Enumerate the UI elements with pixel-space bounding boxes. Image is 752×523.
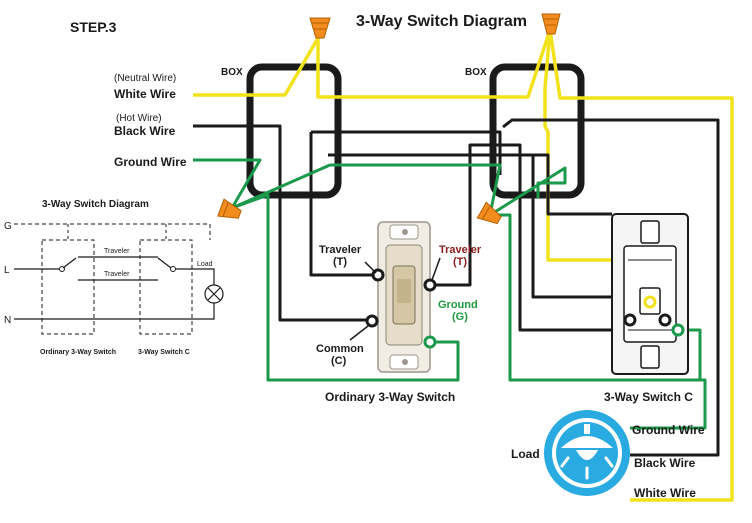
common-c-label: (C) (331, 355, 347, 367)
schematic-line-n: N (4, 315, 11, 326)
schematic-load-label: Load (197, 261, 213, 268)
wire-nut-icon (541, 13, 561, 35)
schematic-inset: 3-Way Switch Diagram G L N Traveler Trav… (4, 199, 224, 356)
ground-terminal-left (423, 335, 437, 349)
ground-wire-label: Ground Wire (114, 155, 187, 169)
white-wire-label: White Wire (114, 87, 176, 101)
schematic-caption-left: Ordinary 3-Way Switch (40, 349, 116, 356)
ground-terminal-c (671, 323, 685, 337)
ground-g-label: (G) (452, 311, 468, 323)
common-label: Common (316, 343, 364, 355)
three-way-switch-c (611, 213, 689, 375)
ground-label: Ground (438, 299, 478, 311)
schematic-line-g: G (4, 221, 12, 232)
traveler-label-right: Traveler (439, 244, 482, 256)
switch-c-caption: 3-Way Switch C (604, 390, 693, 404)
schematic-title: 3-Way Switch Diagram (42, 199, 149, 210)
ground-wire-run (193, 158, 707, 430)
common-terminal (365, 314, 379, 328)
schematic-caption-right: 3-Way Switch C (138, 349, 190, 356)
hot-wire-note: (Hot Wire) (116, 113, 162, 124)
common-terminal-c (623, 313, 637, 327)
light-bulb-icon (544, 410, 630, 496)
load-label: Load (511, 447, 540, 461)
load-black-wire-label: Black Wire (634, 456, 696, 470)
box-label-right: BOX (465, 67, 487, 78)
load-white-wire-label: White Wire (634, 486, 696, 500)
lamp-symbol-icon (204, 284, 224, 304)
step-label: STEP.3 (70, 19, 117, 35)
ordinary-switch-caption: Ordinary 3-Way Switch (325, 390, 455, 404)
box-label-left: BOX (221, 67, 243, 78)
schematic-line-l: L (4, 265, 10, 276)
wire-nut-icon (217, 198, 242, 219)
junction-box-right (489, 63, 585, 199)
traveler-terminal-c-2 (658, 313, 672, 327)
wire-nut-icon (309, 17, 331, 39)
traveler-t-right: (T) (453, 256, 467, 268)
load-ground-wire-label: Ground Wire (632, 423, 705, 437)
traveler-t-left: (T) (333, 256, 347, 268)
schematic-traveler-bottom: Traveler (104, 271, 130, 278)
traveler-terminal-right (423, 278, 437, 292)
black-wire-label: Black Wire (114, 124, 176, 138)
ordinary-3way-switch (377, 221, 431, 373)
schematic-traveler-top: Traveler (104, 248, 130, 255)
wire-nut-icon (476, 201, 502, 225)
traveler-label-left: Traveler (319, 244, 362, 256)
traveler-terminal-c (643, 295, 657, 309)
diagram-title: 3-Way Switch Diagram (356, 13, 527, 30)
neutral-wire-note: (Neutral Wire) (114, 73, 176, 84)
